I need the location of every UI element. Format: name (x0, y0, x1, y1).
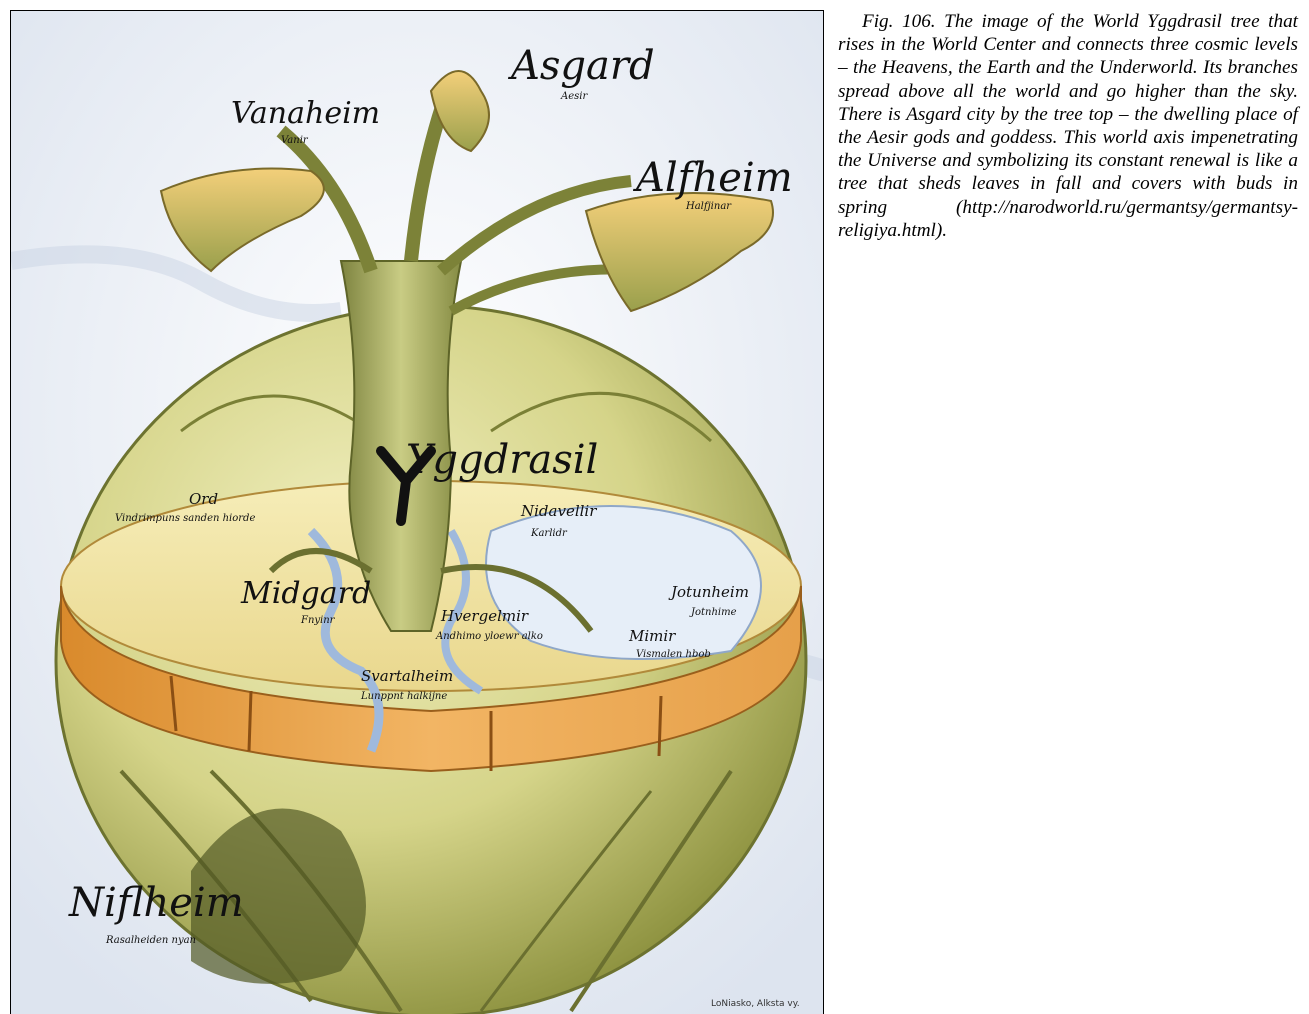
label-yggdrasil: Yggdrasil (406, 437, 598, 483)
label-vanaheim-sub: Vanir (281, 135, 309, 146)
label-midgard: Midgard (240, 576, 371, 611)
label-hvergelmir-sub: Andhimo yloewr alko (435, 631, 543, 642)
label-ord: Ord (189, 490, 218, 508)
yggdrasil-painting: Asgard Aesir Vanaheim Vanir Alfheim Half… (11, 11, 824, 1014)
label-niflheim: Niflheim (68, 880, 244, 926)
label-vanaheim: Vanaheim (231, 96, 380, 131)
label-svartalheim-sub: Lunppnt halkijne (360, 691, 447, 702)
figure-caption: Fig. 106. The image of the World Yggdras… (838, 10, 1298, 242)
label-nidavellir-sub: Karlidr (530, 528, 568, 539)
label-jotunheim-sub: Jotnhime (689, 607, 737, 618)
label-niflheim-sub: Rasalheiden nyan (105, 935, 196, 946)
label-hvergelmir: Hvergelmir (440, 607, 529, 625)
label-alfheim-sub: Halfjinar (685, 201, 732, 212)
label-svartalheim: Svartalheim (361, 667, 453, 685)
label-jotunheim: Jotunheim (668, 583, 749, 601)
label-alfheim: Alfheim (632, 155, 793, 201)
label-asgard-sub: Aesir (560, 91, 588, 102)
label-mimir-sub: Vismalen hbob (636, 649, 711, 660)
label-mimir: Mimir (628, 627, 676, 645)
label-midgard-sub: Fnyinr (300, 615, 336, 626)
label-asgard: Asgard (507, 43, 655, 89)
yggdrasil-illustration: Asgard Aesir Vanaheim Vanir Alfheim Half… (10, 10, 824, 1014)
label-nidavellir: Nidavellir (520, 502, 597, 520)
label-ord-sub: Vindrimpuns sanden hiorde (115, 513, 255, 524)
artist-credit: LoNiasko, Alksta vy. (711, 999, 800, 1009)
